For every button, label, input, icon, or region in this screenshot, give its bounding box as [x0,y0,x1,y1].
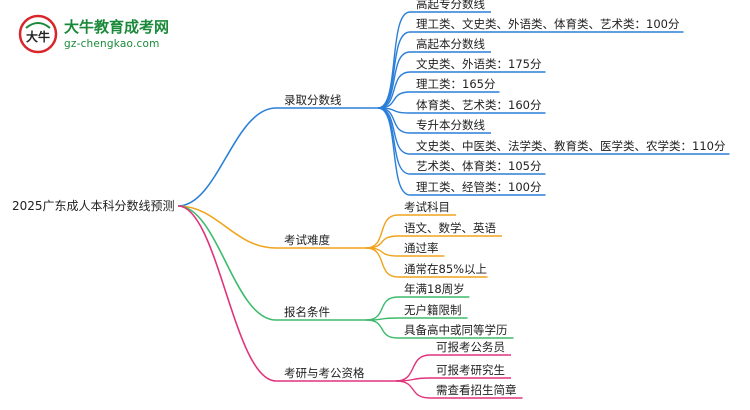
leaf-node[interactable]: 高起本分数线 [416,37,485,51]
branch-node[interactable]: 录取分数线 [284,93,342,107]
logo-url: gz-chengkao.com [64,38,160,50]
leaf-node[interactable]: 理工类、文史类、外语类、体育类、艺术类：100分 [416,17,680,31]
leaf-node[interactable]: 通常在85%以上 [404,262,487,276]
leaf-node[interactable]: 专升本分数线 [416,118,485,132]
leaf-connector [395,380,431,399]
leaf-connector [377,107,411,196]
leaf-node[interactable]: 可报考研究生 [436,363,505,377]
leaf-node[interactable]: 艺术类、体育类：105分 [416,159,542,173]
leaf-node[interactable]: 考试科目 [404,200,450,214]
leaf-connector [377,51,411,109]
ox-logo-icon: 大牛 [18,14,58,54]
leaf-connector [365,247,399,278]
leaf-node[interactable]: 理工类、经管类：100分 [416,180,542,194]
branch-connector [177,107,277,207]
branch-node[interactable]: 考研与考公资格 [284,366,365,380]
leaf-node[interactable]: 文史类、外语类：175分 [416,57,542,71]
leaf-node[interactable]: 语文、数学、英语 [404,221,496,235]
branch-node[interactable]: 考试难度 [284,233,330,247]
leaf-connector [377,11,411,109]
leaf-connector [395,377,431,382]
leaf-node[interactable]: 需查看招生简章 [436,383,517,397]
branch-connector [177,205,277,249]
leaf-node[interactable]: 具备高中或同等学历 [404,323,508,337]
site-logo[interactable]: 大牛 大牛教育成考网 gz-chengkao.com [18,14,188,58]
leaf-connector [395,354,431,382]
leaf-node[interactable]: 体育类、艺术类：160分 [416,98,542,112]
leaf-node[interactable]: 文史类、中医类、法学类、教育类、医学类、农学类：110分 [416,139,726,153]
branch-connector [177,205,277,321]
leaf-node[interactable]: 通过率 [404,241,439,255]
branch-node[interactable]: 报名条件 [284,305,330,319]
leaf-connector [365,235,399,249]
leaf-connector [365,296,399,321]
leaf-node[interactable]: 可报考公务员 [436,340,505,354]
root-node[interactable]: 2025广东成人本科分数线预测 [12,198,175,213]
logo-glyph: 大牛 [26,29,50,44]
leaf-node[interactable]: 无户籍限制 [404,303,462,317]
leaf-node[interactable]: 高起专分数线 [416,0,485,11]
leaf-node[interactable]: 理工类：165分 [416,77,496,91]
branch-connector [177,205,277,382]
leaf-connector [365,319,399,339]
logo-title: 大牛教育成考网 [64,18,170,36]
leaf-node[interactable]: 年满18周岁 [404,282,465,296]
leaf-connector [377,31,411,109]
leaf-connector [377,107,411,175]
